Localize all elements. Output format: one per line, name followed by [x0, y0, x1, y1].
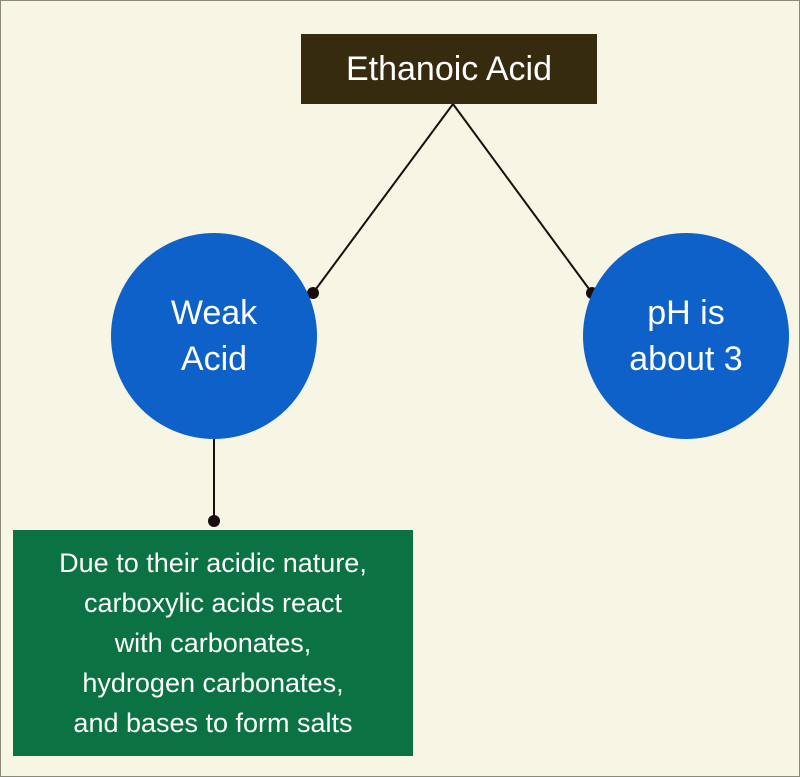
ph-label: pH is about 3 [629, 294, 743, 378]
title-text: Ethanoic Acid [345, 49, 553, 88]
connector-title-to-ph [452, 103, 593, 294]
connector-dot-note [208, 515, 220, 527]
ph-node: pH is about 3 [583, 233, 789, 439]
reaction-note-text: Due to their acidic nature, carboxylic a… [59, 548, 367, 738]
weak-acid-label: Weak Acid [170, 294, 258, 378]
title-box: Ethanoic Acid [301, 34, 597, 104]
reaction-note-box: Due to their acidic nature, carboxylic a… [13, 530, 413, 756]
weak-acid-node: Weak Acid [111, 233, 317, 439]
connector-dot-weak-acid [307, 287, 319, 299]
connector-title-to-weak-acid [312, 103, 454, 294]
